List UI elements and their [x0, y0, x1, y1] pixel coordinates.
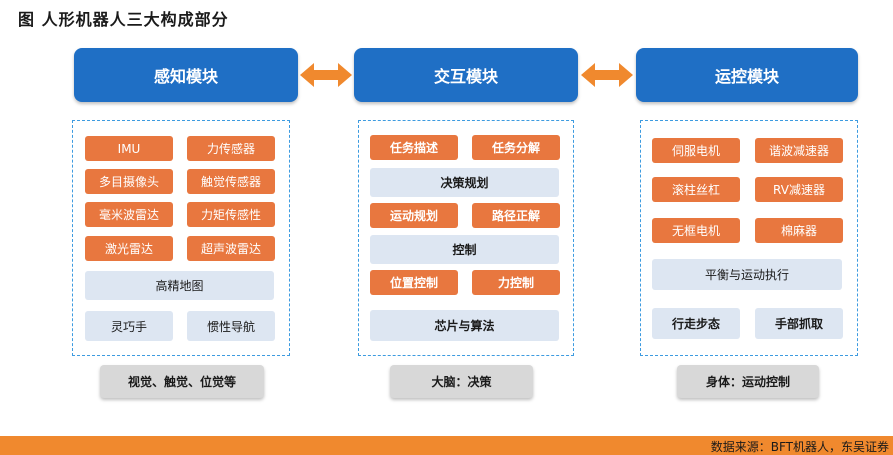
interaction-module-header: 交互模块 [354, 48, 578, 102]
perception-footer: 视觉、触觉、位觉等 [100, 365, 264, 398]
perception-item: IMU [85, 136, 173, 161]
motion-item: RV减速器 [755, 177, 843, 202]
perception-item: 力矩传感性 [187, 202, 275, 227]
motion-item: 谐波减速器 [755, 138, 843, 163]
motion-item: 伺服电机 [652, 138, 740, 163]
perception-item: 超声波雷达 [187, 236, 275, 261]
motion-bottom-item: 手部抓取 [755, 308, 843, 339]
motion-item: 无框电机 [652, 218, 740, 243]
motion-wide-item: 平衡与运动执行 [652, 259, 842, 290]
motion-item: 棉麻器 [755, 218, 843, 243]
motion-module-header: 运控模块 [636, 48, 858, 102]
motion-bottom-item: 行走步态 [652, 308, 740, 339]
interaction-item: 任务描述 [370, 135, 458, 160]
perception-bottom-item: 灵巧手 [85, 311, 173, 341]
perception-bottom-item: 惯性导航 [187, 311, 275, 341]
perception-item: 触觉传感器 [187, 169, 275, 194]
motion-footer: 身体：运动控制 [677, 365, 819, 398]
interaction-item: 位置控制 [370, 270, 458, 295]
data-source: 数据来源：BFT机器人，东吴证券 [710, 440, 889, 454]
double-arrow-icon [581, 63, 633, 87]
interaction-item: 路径正解 [472, 203, 560, 228]
perception-wide-item: 高精地图 [85, 271, 274, 300]
footer-bar [0, 436, 893, 455]
double-arrow-icon [300, 63, 352, 87]
perception-item: 力传感器 [187, 136, 275, 161]
interaction-item: 任务分解 [472, 135, 560, 160]
figure-title: 图 人形机器人三大构成部分 [18, 10, 229, 29]
perception-item: 多目摄像头 [85, 169, 173, 194]
interaction-item: 力控制 [472, 270, 560, 295]
perception-item: 毫米波雷达 [85, 202, 173, 227]
interaction-band: 芯片与算法 [370, 310, 559, 341]
interaction-footer: 大脑：决策 [390, 365, 533, 398]
interaction-item: 运动规划 [370, 203, 458, 228]
interaction-band: 决策规划 [370, 168, 559, 197]
interaction-band: 控制 [370, 235, 559, 264]
perception-item: 激光雷达 [85, 236, 173, 261]
perception-module-header: 感知模块 [74, 48, 298, 102]
motion-item: 滚柱丝杠 [652, 177, 740, 202]
